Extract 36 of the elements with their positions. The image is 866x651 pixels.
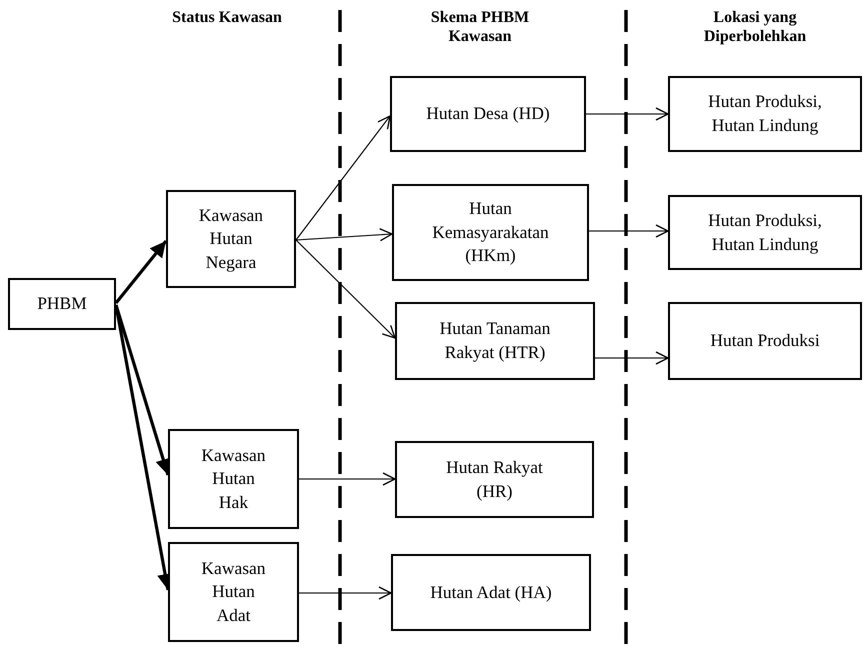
arrow — [296, 240, 396, 339]
process-box — [391, 554, 591, 631]
box-label: Hutan Produksi, Hutan Lindung — [707, 90, 823, 137]
box-label: Hutan Produksi — [710, 329, 820, 352]
process-box — [8, 278, 116, 330]
box-label: Hutan Adat (HA) — [430, 580, 552, 604]
process-box — [668, 302, 862, 380]
box-label: Hutan Kemasyarakatan (HKm) — [431, 197, 550, 268]
process-box — [668, 195, 862, 270]
process-box — [668, 76, 862, 152]
box-label: Hutan Rakyat (HR) — [445, 456, 544, 503]
process-box — [392, 184, 589, 281]
box-label: Hutan Produksi, Hutan Lindung — [707, 208, 823, 256]
process-box — [395, 302, 595, 380]
process-box — [168, 429, 299, 529]
column-header: Status Kawasan — [172, 8, 282, 28]
process-box — [390, 76, 586, 152]
box-label: Hutan Desa (HD) — [426, 102, 550, 126]
arrow — [595, 351, 669, 365]
arrow — [299, 472, 396, 486]
box-label: Kawasan Hutan Adat — [200, 556, 267, 627]
box-label: Hutan Tanaman Rakyat (HTR) — [438, 317, 552, 364]
arrow — [296, 228, 393, 242]
arrow — [114, 240, 168, 304]
process-box — [395, 441, 594, 518]
box-label: Kawasan Hutan Hak — [200, 444, 267, 514]
column-header: Skema PHBM Kawasan — [430, 8, 530, 46]
arrow — [586, 107, 669, 121]
process-box — [166, 190, 296, 288]
box-label: Kawasan Hutan Negara — [198, 204, 264, 274]
column-header: Lokasi yang Diperbolehkan — [702, 8, 808, 46]
box-label: PHBM — [37, 292, 87, 316]
arrow — [589, 224, 669, 238]
arrow — [299, 586, 392, 600]
arrow — [296, 115, 391, 240]
process-box — [168, 542, 299, 642]
